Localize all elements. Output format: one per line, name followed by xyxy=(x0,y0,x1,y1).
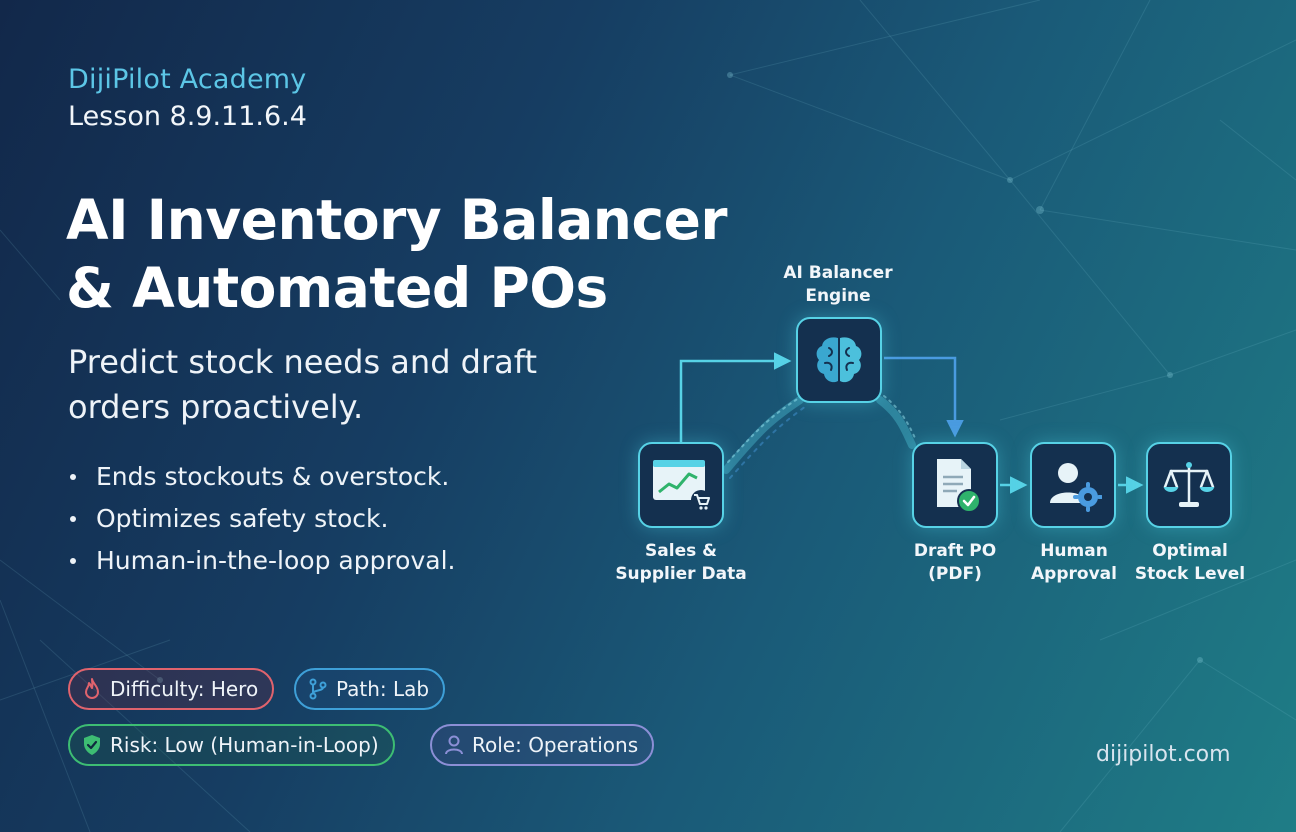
risk-tag: Risk: Low (Human-in-Loop) xyxy=(68,724,395,766)
role-tag: Role: Operations xyxy=(430,724,655,766)
bullet-item: Human-in-the-loop approval. xyxy=(68,540,456,582)
bullet-dot-icon xyxy=(70,558,76,564)
bullet-item: Ends stockouts & overstock. xyxy=(68,456,456,498)
branch-icon xyxy=(309,678,327,700)
brand-name: DijiPilot Academy xyxy=(68,64,307,95)
ai-engine-label: AI Balancer Engine xyxy=(783,263,893,306)
data-stream-glow xyxy=(722,395,917,479)
bullet-text: Human-in-the-loop approval. xyxy=(96,546,456,575)
ai-engine-node xyxy=(796,317,882,403)
role-tag-label: Role: Operations xyxy=(472,733,639,757)
user-gear-icon xyxy=(1050,463,1102,512)
subtitle: Predict stock needs and draft orders pro… xyxy=(68,343,537,426)
optimal-stock-label: Optimal Stock Level xyxy=(1134,541,1246,584)
user-icon xyxy=(445,735,463,755)
bullet-text: Ends stockouts & overstock. xyxy=(96,462,450,491)
draft-po-node xyxy=(912,442,998,528)
difficulty-tag-label: Difficulty: Hero xyxy=(110,677,259,701)
brain-icon xyxy=(816,337,862,383)
difficulty-tag: Difficulty: Hero xyxy=(68,668,275,710)
lesson-number: Lesson 8.9.11.6.4 xyxy=(68,101,307,132)
risk-tag-label: Risk: Low (Human-in-Loop) xyxy=(110,733,379,757)
scales-icon xyxy=(1163,462,1215,507)
bullet-dot-icon xyxy=(70,516,76,522)
website-link[interactable]: dijipilot.com xyxy=(1096,742,1231,767)
bullet-dot-icon xyxy=(70,474,76,480)
flame-icon xyxy=(85,678,99,699)
title-line-2: & Automated POs xyxy=(66,256,608,320)
bullet-list: Ends stockouts & overstock. Optimizes sa… xyxy=(68,456,456,582)
title-line-1: AI Inventory Balancer xyxy=(66,188,728,252)
optimal-stock-node xyxy=(1146,442,1232,528)
human-approval-label: Human Approval xyxy=(1031,541,1117,584)
bullet-item: Optimizes safety stock. xyxy=(68,498,456,540)
path-tag-label: Path: Lab xyxy=(336,677,430,701)
draft-po-label: Draft PO (PDF) xyxy=(913,541,997,584)
flow-engine-to-draft xyxy=(884,356,964,438)
sales-data-node xyxy=(638,442,724,528)
bullet-text: Optimizes safety stock. xyxy=(96,504,389,533)
flow-sales-to-engine xyxy=(679,352,792,442)
chart-cart-icon xyxy=(653,460,711,510)
page-title: AI Inventory Balancer & Automated POs xyxy=(66,186,728,322)
human-approval-node xyxy=(1030,442,1116,528)
shield-check-icon xyxy=(84,735,100,755)
path-tag: Path: Lab xyxy=(294,668,446,710)
document-check-icon xyxy=(937,459,981,513)
sales-data-label: Sales & Supplier Data xyxy=(615,541,747,584)
